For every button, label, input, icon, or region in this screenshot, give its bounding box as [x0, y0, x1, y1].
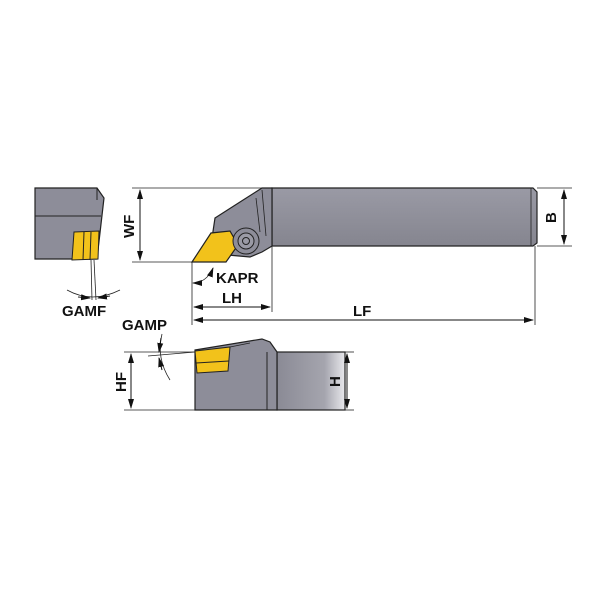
shank	[271, 187, 538, 247]
gamf-label: GAMF	[62, 303, 106, 320]
side-view: GAMP HF H	[113, 317, 354, 411]
side-view-insert	[194, 346, 231, 374]
lh-label: LH	[222, 290, 242, 307]
lf-label: LF	[353, 303, 371, 320]
end-view: GAMF	[34, 187, 121, 320]
gamp-label: GAMP	[122, 317, 167, 334]
b-label: B	[543, 212, 560, 223]
hf-label: HF	[113, 372, 130, 392]
wf-label: WF	[121, 215, 138, 238]
top-view: WF B KAPR LH LF	[121, 187, 572, 325]
torx-icon	[242, 237, 250, 245]
end-view-insert	[71, 230, 100, 261]
h-label: H	[327, 376, 344, 387]
top-view-insert	[190, 230, 239, 263]
kapr-label: KAPR	[216, 270, 259, 287]
